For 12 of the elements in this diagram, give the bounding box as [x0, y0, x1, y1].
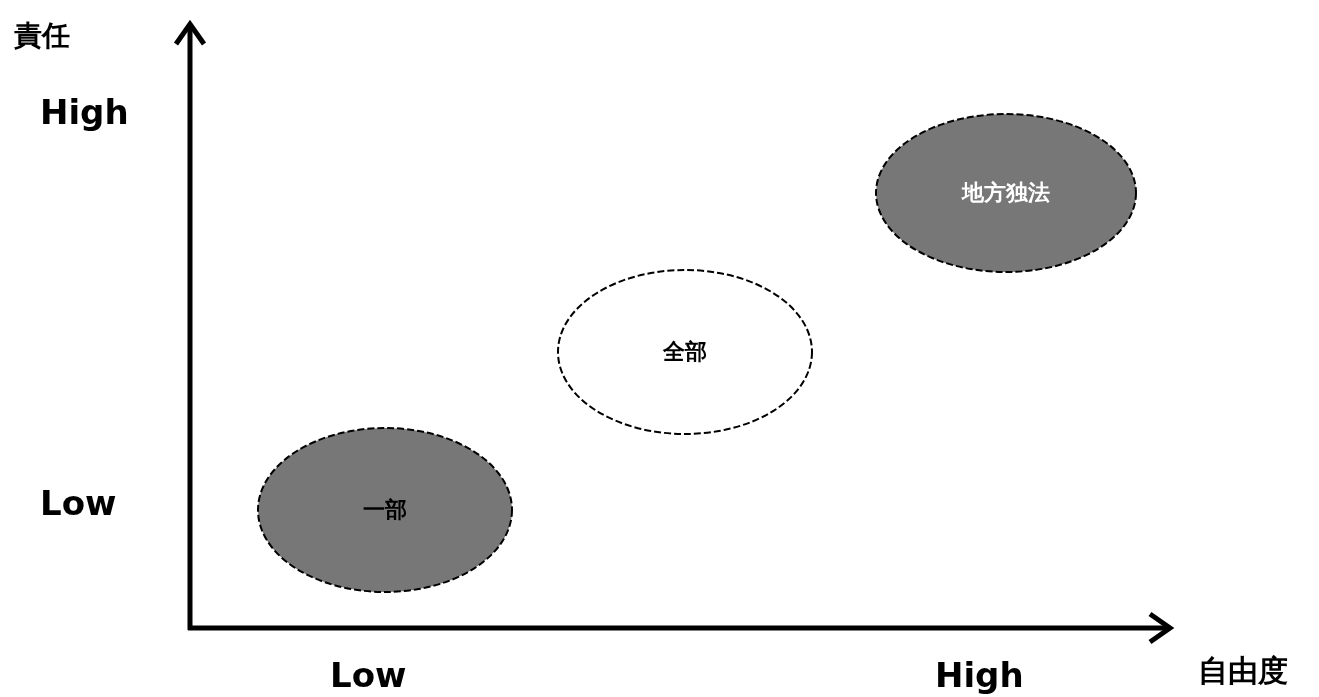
category-ellipse	[557, 269, 813, 435]
category-label: 地方独法	[962, 179, 1050, 207]
axis-tick-label: High	[935, 658, 1024, 692]
y-axis-title: 責任	[14, 22, 70, 50]
category-label: 全部	[663, 338, 707, 366]
axis-tick-label: Low	[330, 658, 407, 692]
category-ellipse	[875, 113, 1137, 273]
axis-tick-label: High	[40, 95, 129, 129]
category-ellipse	[257, 427, 513, 593]
x-axis-title: 自由度	[1198, 656, 1288, 686]
axis-tick-label: Low	[40, 486, 117, 520]
category-label: 一部	[363, 496, 407, 524]
